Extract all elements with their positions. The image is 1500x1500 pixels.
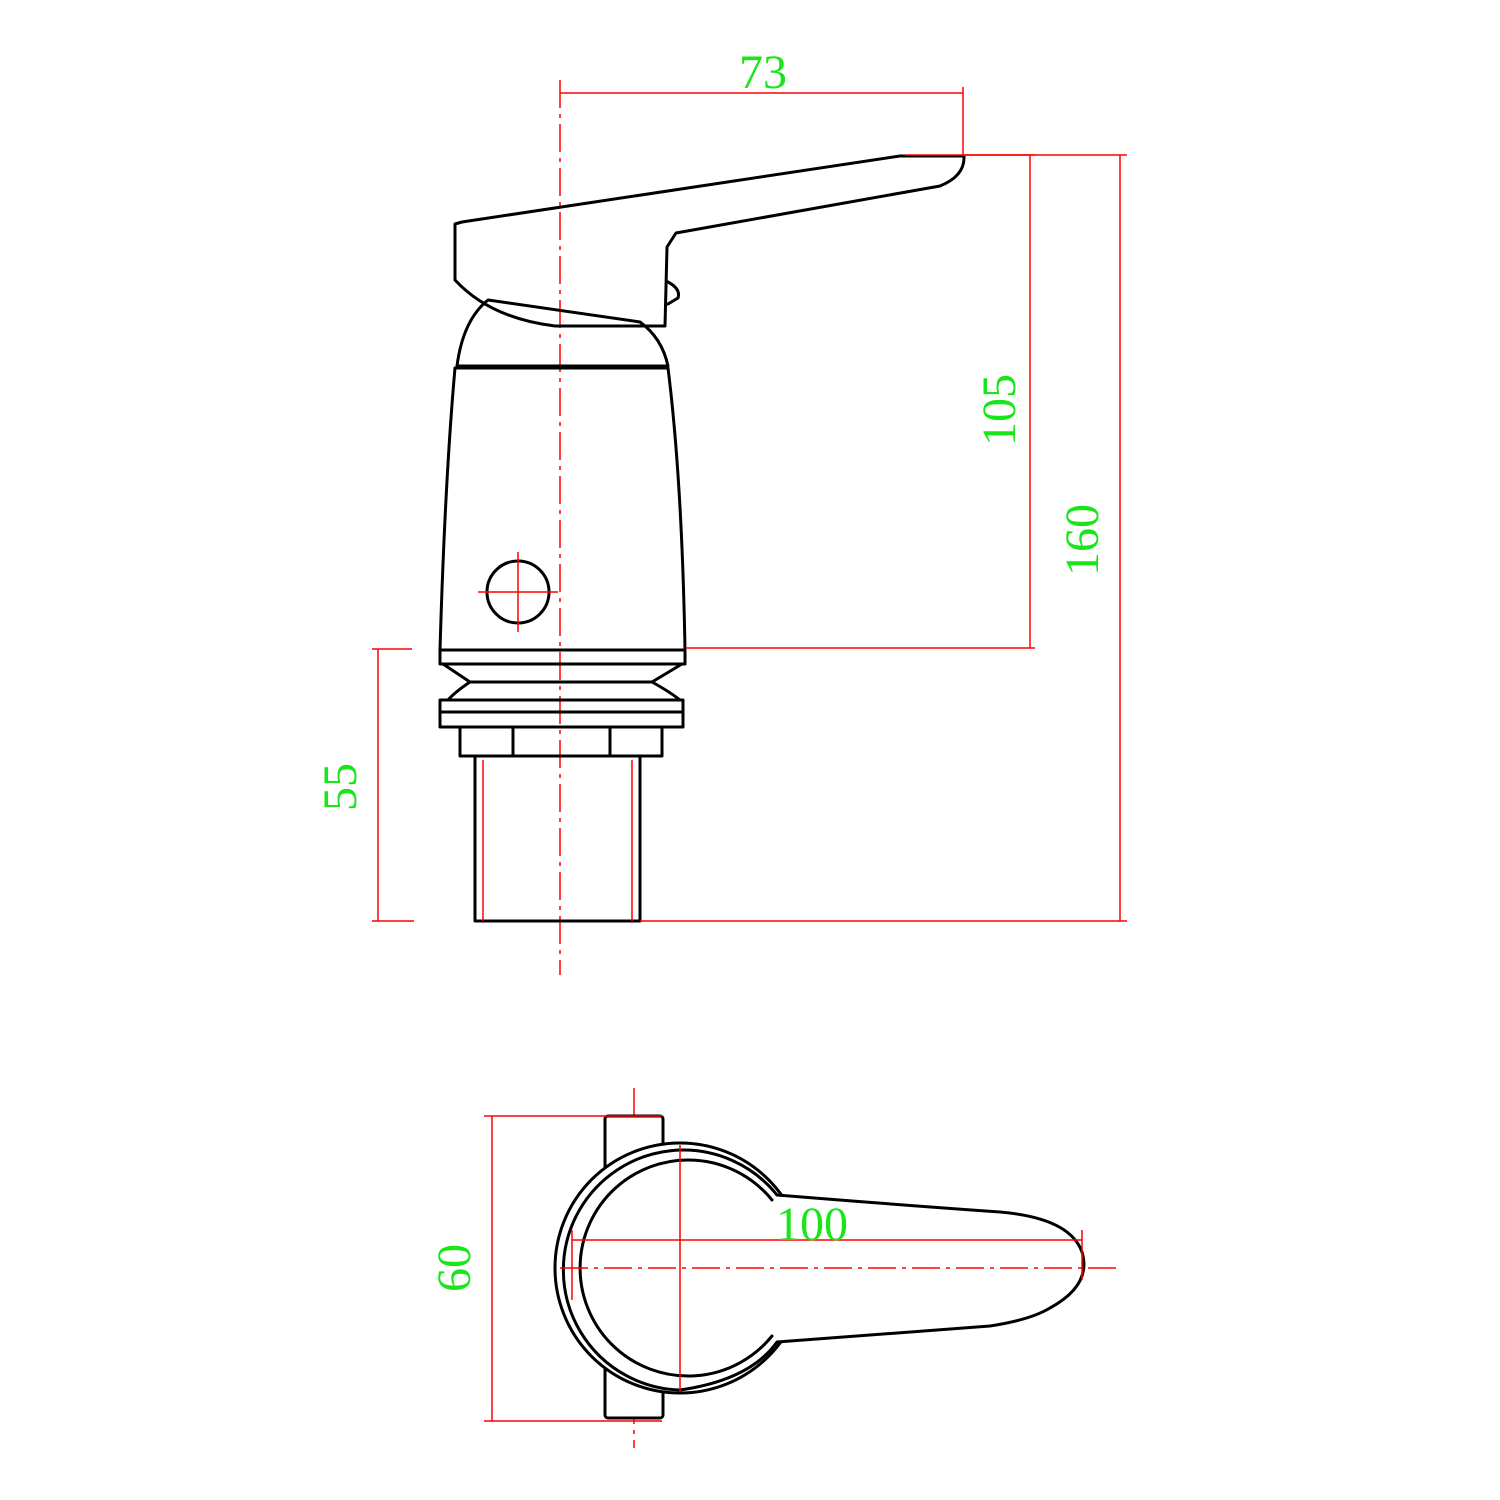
side-view: 73 105 160 55 [314, 46, 1127, 975]
dimension-shank-length: 55 [314, 648, 414, 922]
dimension-base-width: 60 [428, 1115, 662, 1422]
tap-body [438, 366, 687, 652]
dimension-body-height-label: 105 [973, 374, 1026, 446]
lever-handle [453, 154, 966, 328]
top-view: 60 100 [428, 1088, 1122, 1448]
hex-nut [458, 725, 664, 758]
dimension-handle-reach: 73 [560, 46, 964, 156]
dimension-handle-length-label: 100 [776, 1198, 848, 1251]
collar-groove [446, 680, 682, 702]
dimension-overall-height-label: 160 [1056, 504, 1109, 576]
lever-handle-top [561, 1148, 1086, 1392]
dimension-base-width-label: 60 [428, 1244, 481, 1292]
tap-neck [455, 298, 670, 368]
collar-ring [438, 648, 687, 666]
dimension-shank-length-label: 55 [314, 763, 367, 811]
collar-taper [441, 662, 684, 684]
dimension-handle-length: 100 [571, 1198, 1083, 1300]
handle-stub [666, 280, 680, 306]
threaded-shank [473, 754, 642, 923]
dimension-overall-height: 160 [640, 154, 1127, 922]
dimension-body-height: 105 [686, 154, 1035, 649]
dimension-handle-reach-label: 73 [739, 46, 787, 99]
